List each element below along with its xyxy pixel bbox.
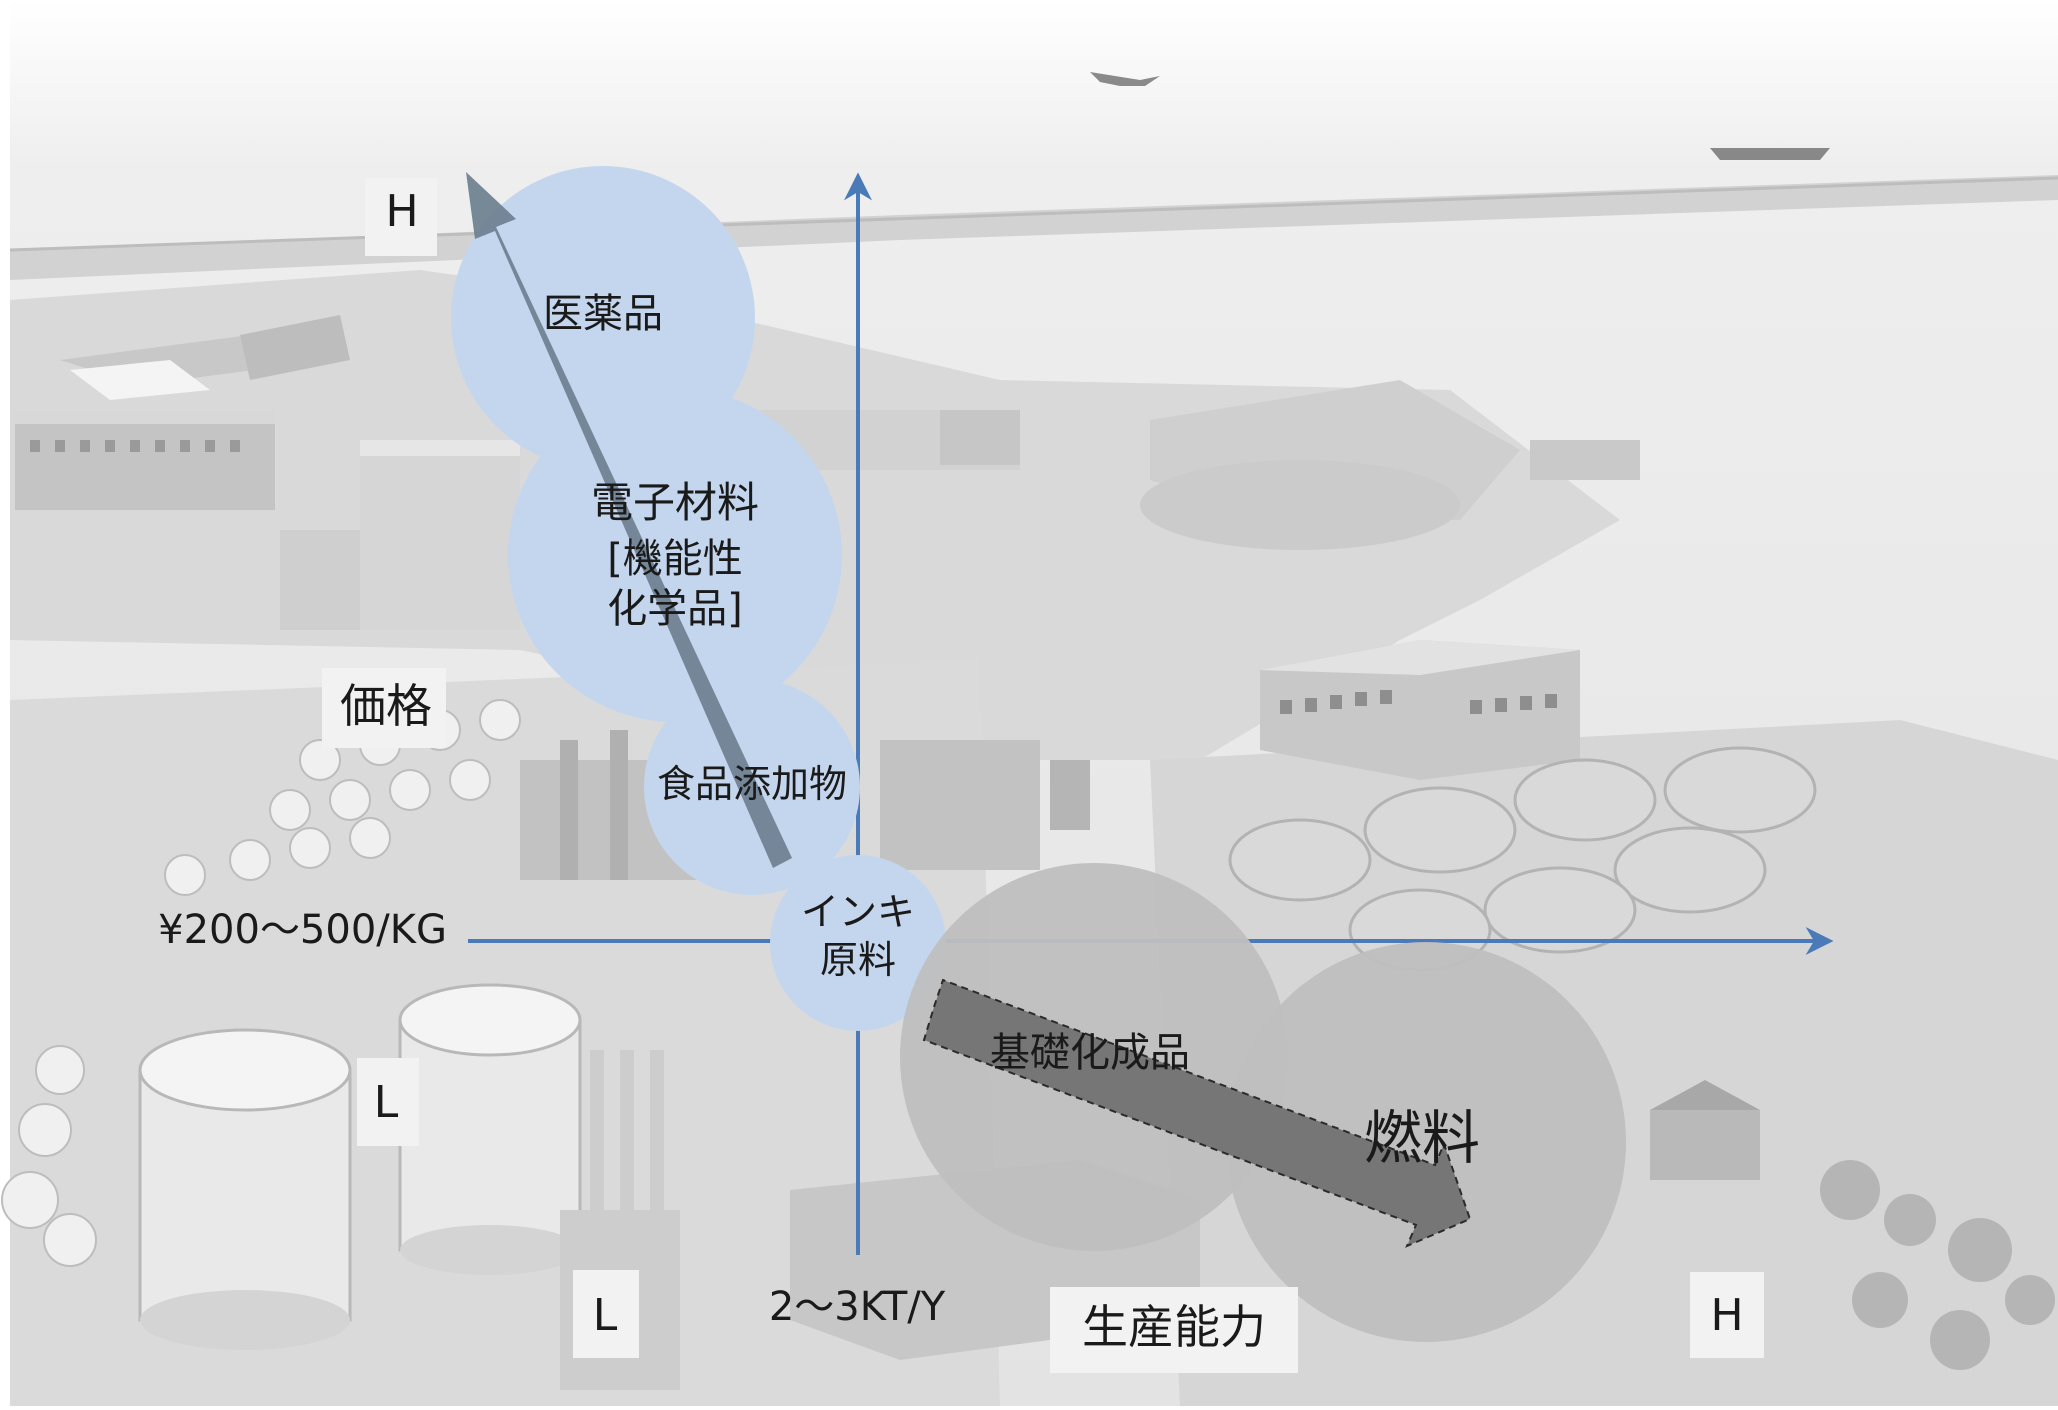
h-high-label-box <box>1690 1272 1764 1358</box>
high-capacity-trend-arrow <box>922 978 1472 1248</box>
ink-raw-materials-label-line2: 原料 <box>820 938 896 982</box>
capacity-title-box <box>1050 1287 1298 1373</box>
food-additives-label: 食品添加物 <box>657 762 847 806</box>
capacity-reference-label: 2～3KT/Y <box>769 1284 946 1330</box>
fuel-bubble <box>1226 942 1626 1342</box>
electronic-materials-label-line2: [機能性 <box>607 536 743 582</box>
capacity-axis-title: 生産能力 <box>1082 1300 1266 1354</box>
v-high-label-box <box>365 178 437 256</box>
v-high-label: H <box>385 186 418 237</box>
h-low-label-box <box>573 1270 639 1358</box>
h-low-label: L <box>593 1290 618 1341</box>
lower-product-bubbles <box>900 863 1626 1342</box>
high-price-trend-arrow <box>466 172 792 868</box>
price-title-box <box>322 668 446 748</box>
ink-raw-materials-label-line1: インキ <box>801 890 915 934</box>
electronic-materials-label-line3: 化学品] <box>607 586 743 632</box>
basic-chemicals-label: 基礎化成品 <box>990 1030 1190 1076</box>
electronic-materials-bubble <box>508 388 842 722</box>
fuel-label: 燃料 <box>1364 1104 1480 1172</box>
electronic-materials-label-line1: 電子材料 <box>591 478 759 527</box>
h-high-label: H <box>1710 1290 1743 1341</box>
v-low-label: L <box>374 1077 399 1128</box>
pharma-label: 医薬品 <box>543 291 663 337</box>
price-axis-title: 価格 <box>340 679 432 733</box>
ink-raw-materials-bubble <box>770 855 946 1031</box>
v-low-label-box <box>357 1058 419 1146</box>
price-reference-label: ¥200～500/KG <box>158 907 447 953</box>
upper-product-bubbles <box>451 166 946 1031</box>
